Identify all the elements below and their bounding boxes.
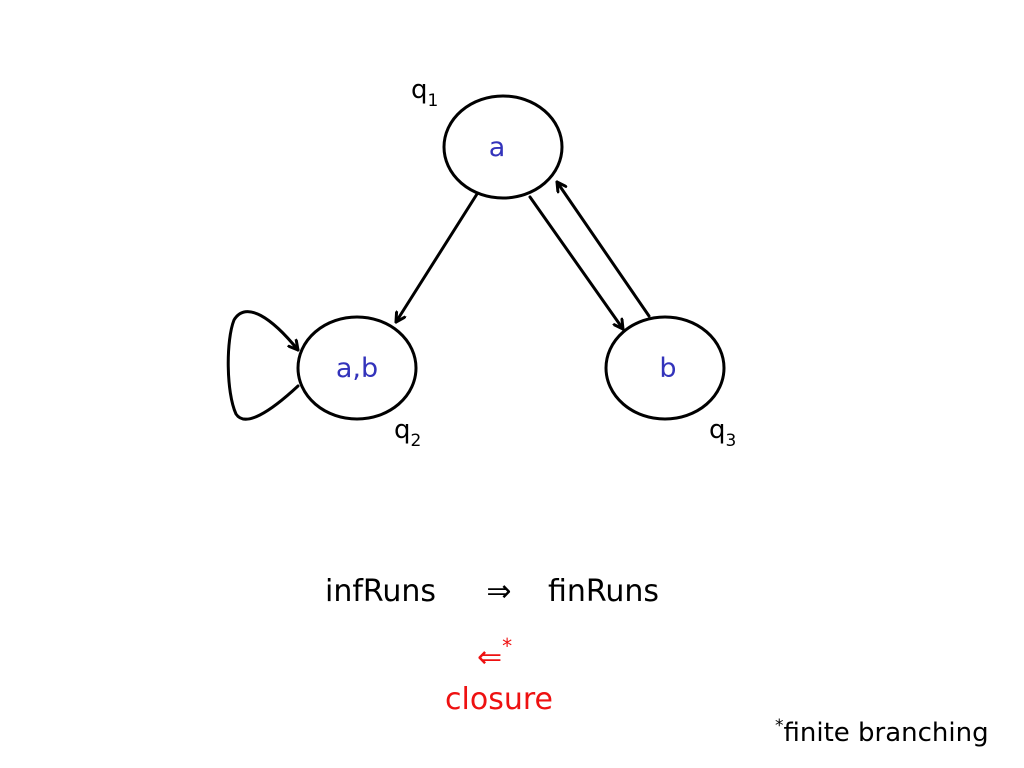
state-q1-name: q1	[411, 75, 438, 111]
edge-q1-to-q2	[394, 192, 479, 324]
state-q3-circle	[604, 315, 726, 421]
relation-reverse: ⇐*	[477, 634, 512, 675]
relation-left: infRuns	[325, 574, 436, 609]
state-q1-circle	[442, 94, 564, 200]
edge-q3-to-q1	[555, 180, 651, 318]
state-q3-name-sub: 3	[726, 431, 737, 451]
footnote-text: finite branching	[784, 718, 989, 748]
state-q2-name-sub: 2	[411, 431, 422, 451]
relation-right: finRuns	[548, 574, 659, 609]
state-q3-name-sym: q	[709, 415, 726, 445]
state-q2-name-sym: q	[394, 415, 411, 445]
state-q1-name-sub: 1	[428, 91, 439, 111]
footnote: *finite branching	[775, 716, 989, 748]
relation-implies-symbol: ⇒	[486, 574, 511, 609]
relation-reverse-caption: closure	[445, 682, 553, 717]
relation-reverse-symbol: ⇐	[477, 640, 502, 675]
state-q2-label: a,b	[336, 353, 378, 384]
state-q2-circle	[296, 315, 418, 421]
edge-q1-to-q3	[528, 195, 625, 331]
state-q3-name: q3	[709, 415, 736, 451]
relation-reverse-mark: *	[502, 634, 512, 658]
state-q1-label: a	[489, 132, 506, 163]
self-loop-q2	[226, 310, 300, 421]
state-q2-name: q2	[394, 415, 421, 451]
state-q3-label: b	[659, 353, 676, 384]
footnote-mark: *	[775, 716, 784, 736]
state-q1-name-sym: q	[411, 75, 428, 105]
